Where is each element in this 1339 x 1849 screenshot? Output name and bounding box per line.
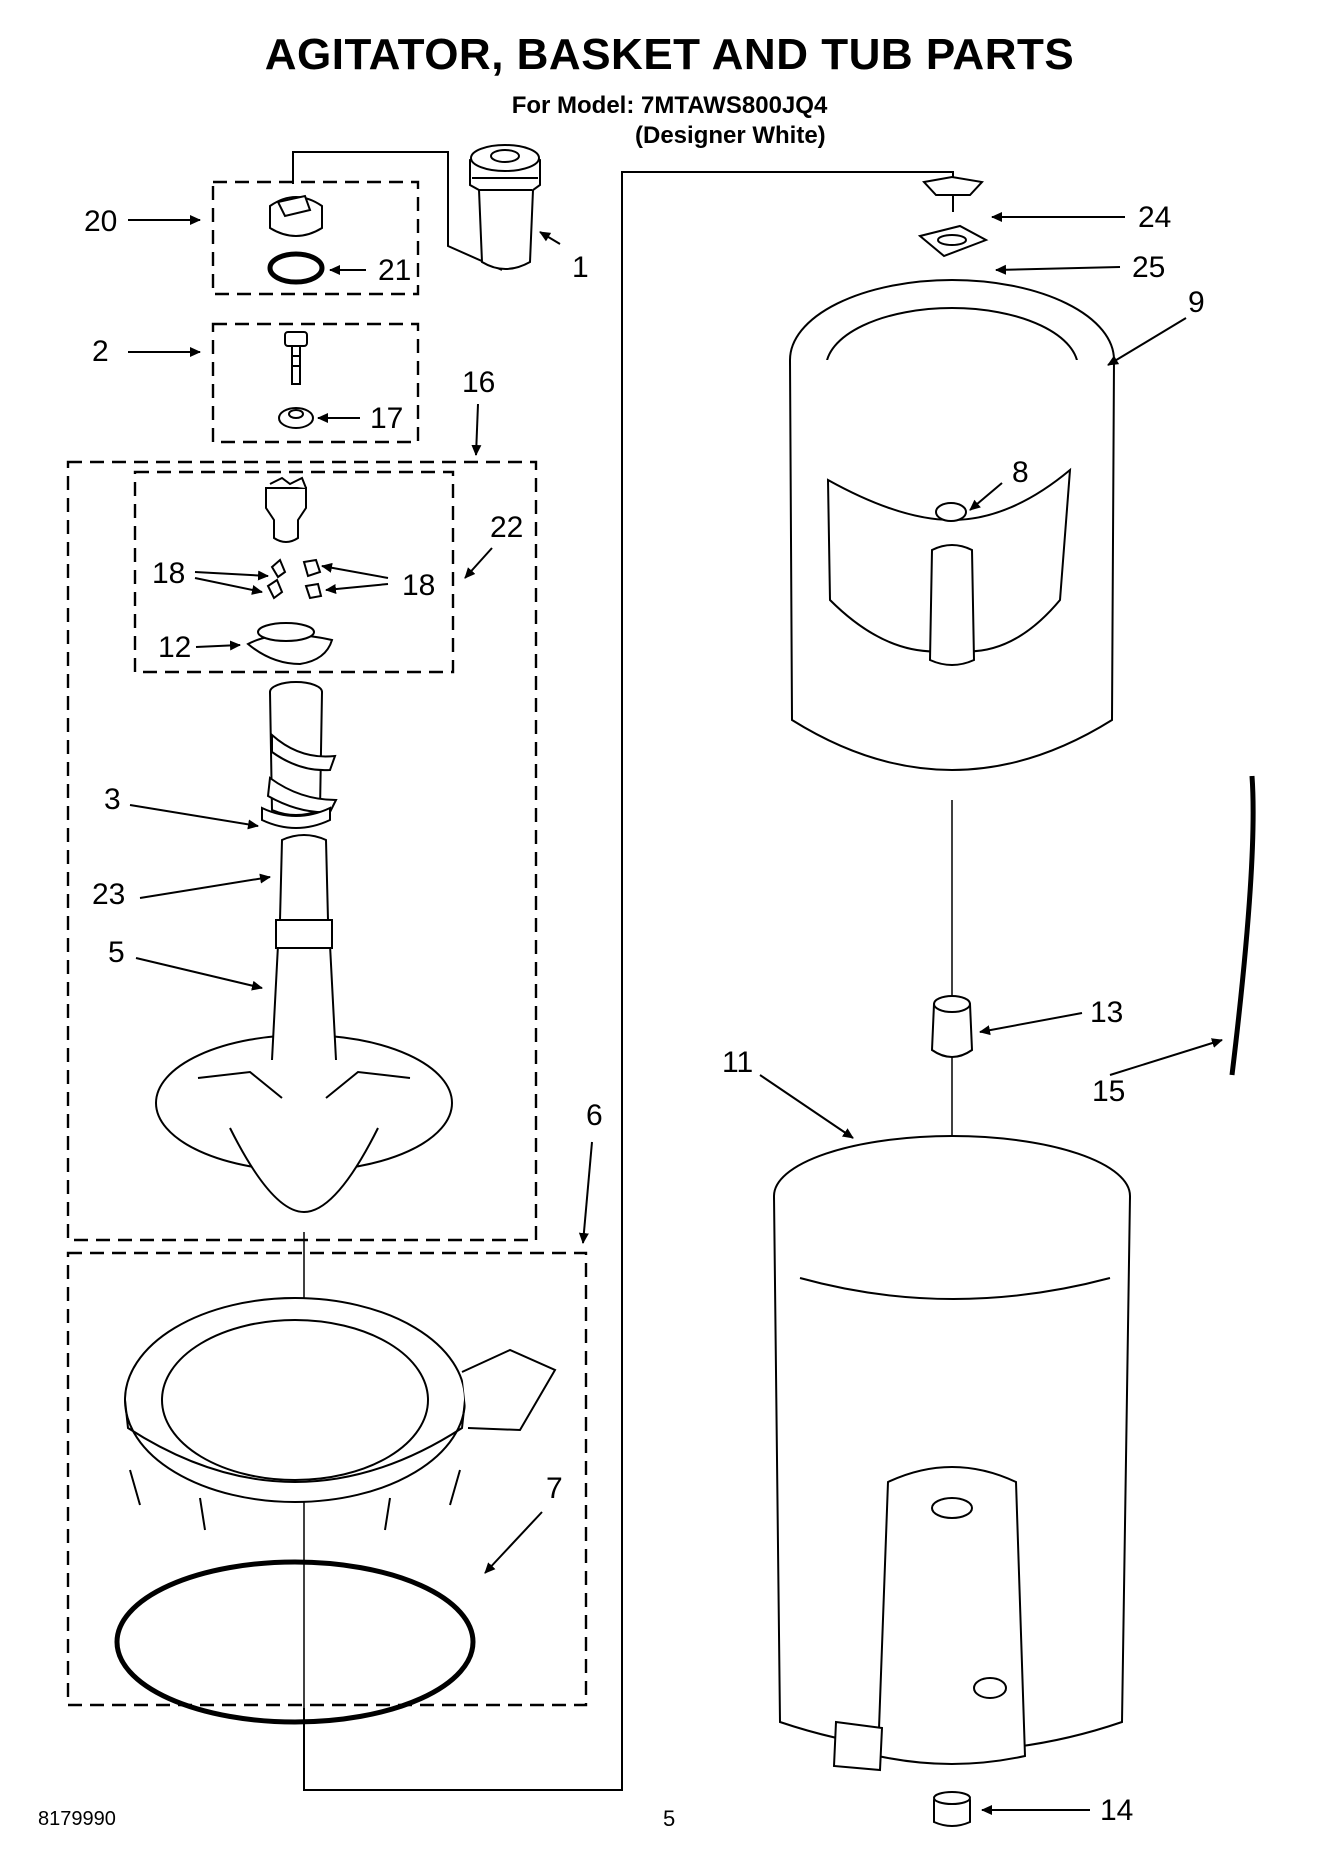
leader-18b-1 bbox=[321, 562, 389, 579]
dog-icon bbox=[266, 558, 323, 600]
leader-1 bbox=[539, 231, 561, 245]
callout-3: 3 bbox=[104, 783, 121, 816]
callout-9: 9 bbox=[1188, 286, 1205, 319]
leader-16 bbox=[471, 403, 482, 456]
leader-8 bbox=[969, 482, 1003, 511]
model-line: For Model: 7MTAWS800JQ4 bbox=[511, 92, 828, 119]
leader-7 bbox=[484, 1511, 543, 1574]
page-title: AGITATOR, BASKET AND TUB PARTS bbox=[264, 30, 1075, 79]
leader-23 bbox=[139, 873, 271, 899]
cam-icon bbox=[246, 622, 334, 666]
leader-12 bbox=[195, 640, 241, 651]
callout-13: 13 bbox=[1090, 996, 1123, 1029]
agitator-cap-icon bbox=[265, 476, 307, 543]
callout-18-left: 18 bbox=[152, 557, 185, 590]
cap-icon bbox=[269, 194, 323, 237]
leader-11 bbox=[759, 1074, 854, 1139]
balance-ring-icon bbox=[114, 1297, 557, 1725]
plug-icon bbox=[933, 1791, 971, 1827]
outer-tub-icon bbox=[773, 1135, 1131, 1772]
leader-15 bbox=[1109, 1038, 1223, 1076]
callout-labels: 20 21 1 2 17 16 22 18 18 12 3 23 5 6 7 2… bbox=[84, 201, 1205, 1827]
callout-25: 25 bbox=[1132, 251, 1165, 284]
callout-8: 8 bbox=[1012, 456, 1029, 489]
leader-9 bbox=[1107, 317, 1187, 366]
callout-14: 14 bbox=[1100, 1794, 1133, 1827]
leader-18b-2 bbox=[325, 583, 389, 595]
spin-bearing-icon bbox=[930, 995, 974, 1058]
callout-17: 17 bbox=[370, 402, 403, 435]
basket-icon bbox=[789, 279, 1115, 771]
callout-2: 2 bbox=[92, 335, 109, 368]
callout-23: 23 bbox=[92, 878, 125, 911]
callout-11: 11 bbox=[722, 1046, 753, 1079]
group-box-22 bbox=[133, 470, 455, 674]
bracket-1 bbox=[292, 151, 503, 271]
callout-16: 16 bbox=[462, 366, 495, 399]
group-box-20 bbox=[211, 180, 420, 296]
callout-24: 24 bbox=[1138, 201, 1171, 234]
page-number: 5 bbox=[663, 1806, 676, 1831]
group-box-2 bbox=[211, 322, 420, 444]
bolt-icon bbox=[284, 331, 308, 385]
callout-21: 21 bbox=[378, 254, 411, 287]
fabric-softener-dispenser-icon bbox=[469, 144, 541, 270]
callout-1: 1 bbox=[572, 251, 589, 284]
variant-line: (Designer White) bbox=[635, 122, 826, 149]
callout-6: 6 bbox=[586, 1099, 603, 1132]
group-box-16 bbox=[66, 460, 538, 1242]
washer-icon bbox=[278, 407, 314, 429]
callout-5: 5 bbox=[108, 936, 125, 969]
leader-25 bbox=[995, 264, 1121, 275]
auger-icon bbox=[261, 681, 338, 829]
document-number: 8179990 bbox=[38, 1808, 116, 1830]
o-ring-icon bbox=[267, 251, 325, 285]
callout-15: 15 bbox=[1092, 1075, 1125, 1108]
callout-18-right: 18 bbox=[402, 569, 435, 602]
tub-ring-clip-icon bbox=[917, 175, 989, 258]
leader-13 bbox=[979, 1012, 1083, 1036]
callout-7: 7 bbox=[546, 1472, 563, 1505]
callout-12: 12 bbox=[158, 631, 191, 664]
leader-22 bbox=[464, 547, 493, 579]
callout-22: 22 bbox=[490, 511, 523, 544]
callout-20: 20 bbox=[84, 205, 117, 238]
leader-18a-2 bbox=[194, 577, 263, 595]
leader-5 bbox=[135, 957, 263, 991]
leader-6 bbox=[578, 1141, 593, 1244]
agitator-base-icon bbox=[155, 834, 453, 1214]
hose-icon bbox=[1229, 775, 1256, 1076]
leader-18a-1 bbox=[194, 570, 269, 581]
leader-3 bbox=[129, 804, 259, 830]
